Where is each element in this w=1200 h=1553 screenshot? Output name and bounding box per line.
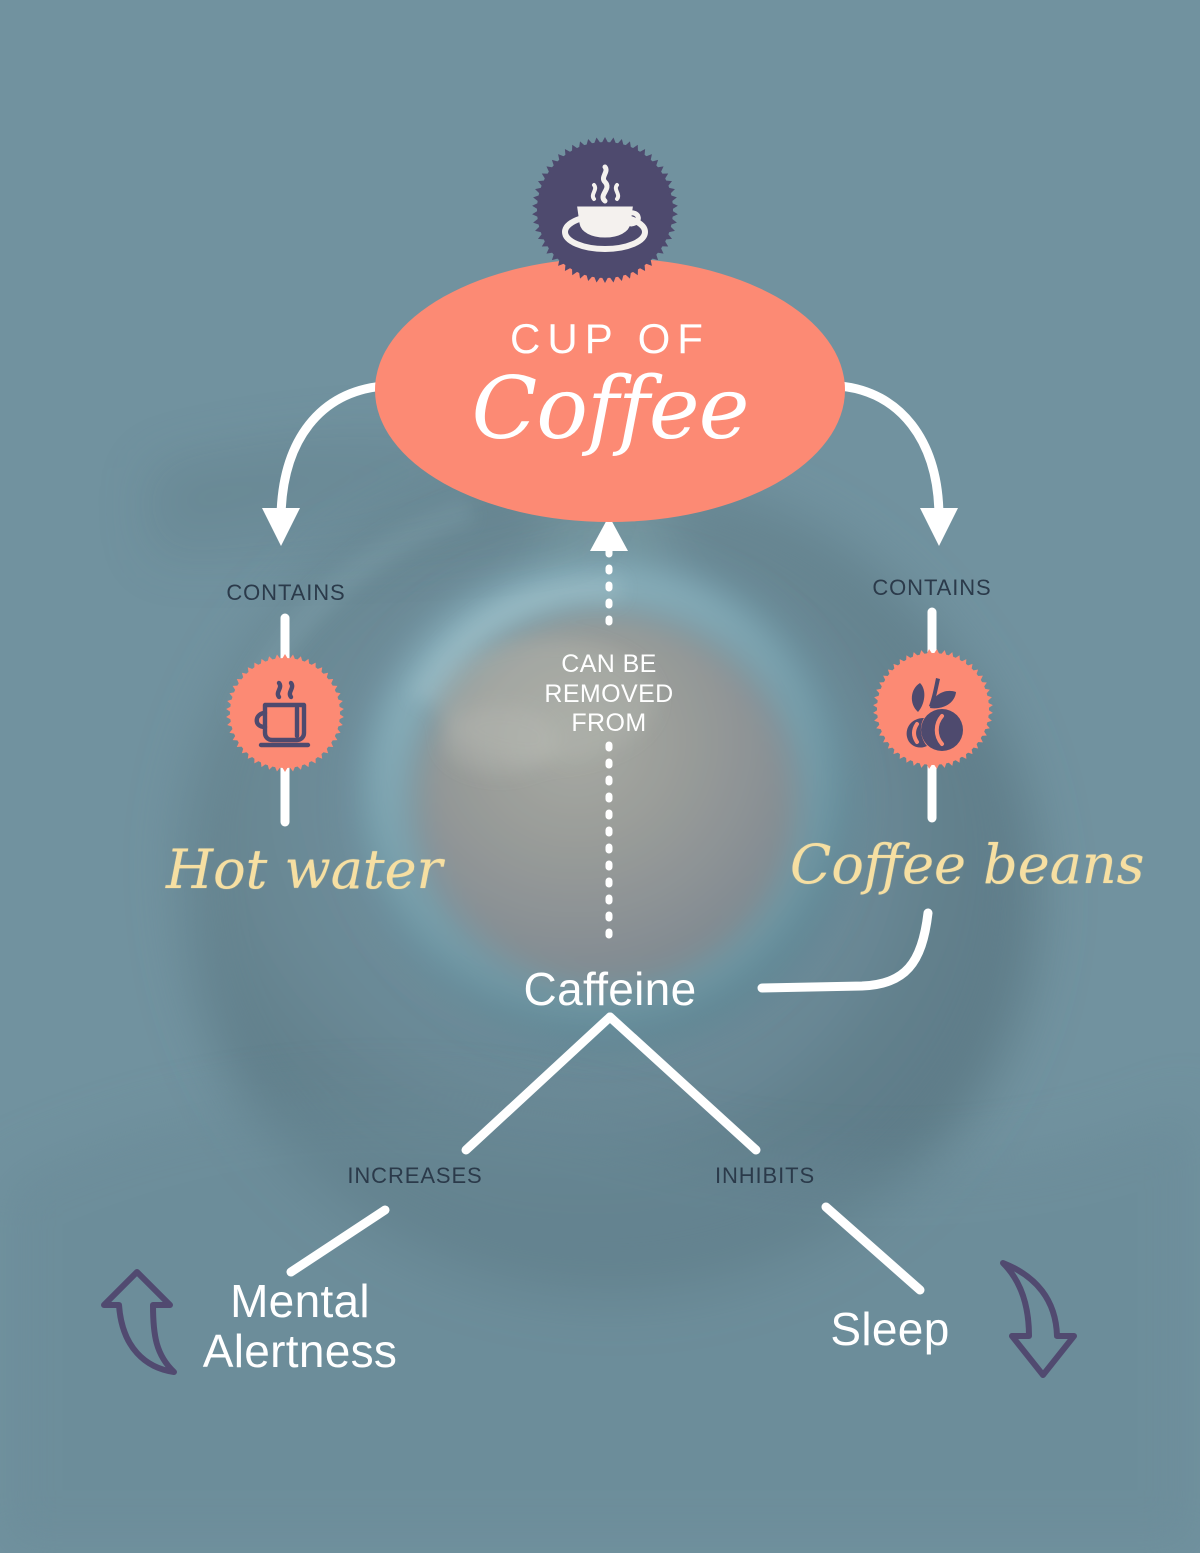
arrowhead-right xyxy=(920,508,958,546)
down-arrow-icon xyxy=(1000,1260,1077,1378)
node-coffee-beans[interactable]: Coffee beans xyxy=(790,833,1145,896)
node-mental-alertness[interactable]: Mental Alertness xyxy=(180,1275,420,1377)
edge-label-increases: INCREASES xyxy=(347,1163,483,1188)
edge-label-can-be-removed-from: CAN BE REMOVED FROM xyxy=(499,650,719,739)
can-be-removed-line-2: REMOVED xyxy=(544,679,674,708)
node-caffeine[interactable]: Caffeine xyxy=(523,963,697,1015)
edge-caffeine-to-alertness xyxy=(461,1012,615,1155)
coffee-cup-badge xyxy=(532,137,678,283)
mental-alertness-line-2: Alertness xyxy=(202,1324,398,1377)
steaming-mug-icon xyxy=(254,680,311,748)
edge-coffee-to-hotwater xyxy=(276,381,388,520)
hero-kicker: CUP OF xyxy=(510,315,710,362)
hot-water-badge xyxy=(225,653,345,773)
edge-label-inhibits: INHIBITS xyxy=(714,1163,816,1188)
edge-sleep-tail xyxy=(821,1202,925,1295)
coffee-cup-icon xyxy=(562,164,648,252)
node-hot-water[interactable]: Hot water xyxy=(166,838,443,901)
edge-coffee-to-beans xyxy=(835,381,944,520)
can-be-removed-line-1: CAN BE xyxy=(561,650,657,678)
edge-caffeine-to-sleep xyxy=(605,1012,761,1155)
arrowhead-center-up xyxy=(590,516,628,551)
edge-alertness-tail xyxy=(286,1205,390,1277)
up-arrow-icon xyxy=(101,1269,177,1375)
cup-of-coffee-node[interactable]: CUP OF Coffee xyxy=(375,258,845,522)
can-be-removed-line-3: FROM xyxy=(571,709,647,737)
edge-label-contains-left: CONTAINS xyxy=(226,580,346,605)
node-sleep[interactable]: Sleep xyxy=(830,1303,950,1355)
edge-beans-to-caffeine xyxy=(757,908,933,993)
mental-alertness-line-1: Mental xyxy=(230,1275,370,1327)
coffee-beans-badge xyxy=(872,648,994,770)
hero-script-title: Coffee xyxy=(471,359,749,459)
coffee-bean-branch-icon xyxy=(906,678,963,751)
arrowhead-left xyxy=(262,508,300,546)
edge-label-contains-right: CONTAINS xyxy=(872,575,992,600)
